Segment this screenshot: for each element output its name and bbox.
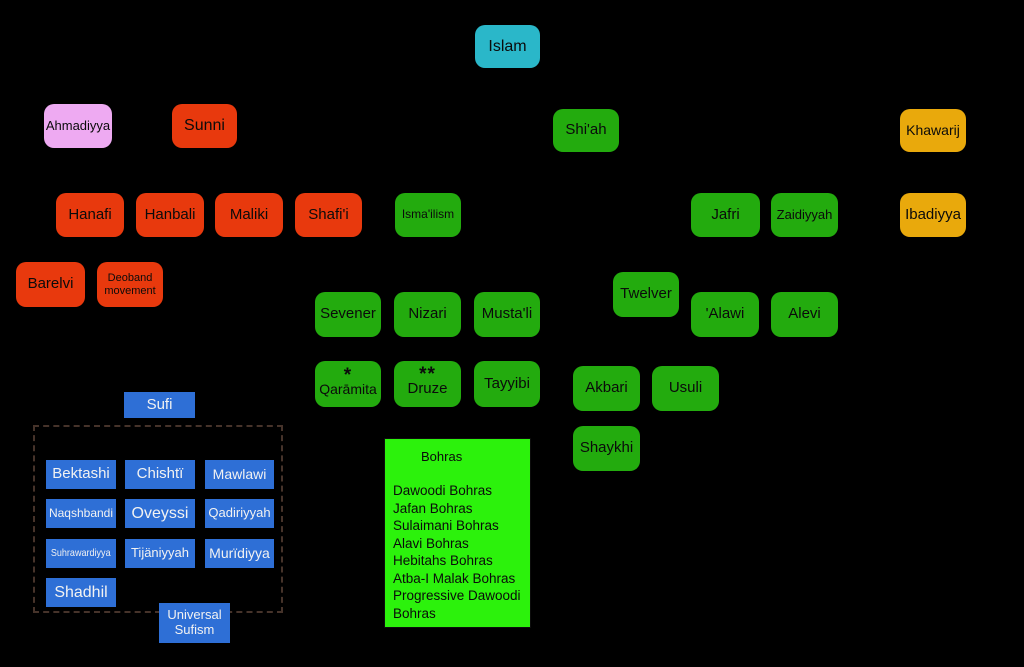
bohras-panel-title: Bohras xyxy=(421,449,463,464)
node-usuli: Usuli xyxy=(652,366,719,411)
node-suhrawardiyya: Suhrawardiyya xyxy=(46,539,116,568)
node-zaidiyyah: Zaidiyyah xyxy=(771,193,838,237)
node-maliki: Maliki xyxy=(215,193,283,237)
node-alawi: 'Alawi xyxy=(691,292,759,337)
node-ibadiyya: Ibadiyya xyxy=(900,193,966,237)
bohras-list-item: Jafan Bohras xyxy=(393,500,473,516)
sufi-orders-group-border xyxy=(33,425,283,613)
bohras-list-item: Sulaimani Bohras xyxy=(393,518,499,533)
node-tayyibi: Tayyibi xyxy=(474,361,540,407)
node-deoband-movement: Deoband movement xyxy=(97,262,163,307)
qaramita-label: Qarāmita xyxy=(319,380,377,397)
node-naqshbandi: Naqshbandi xyxy=(46,499,116,528)
node-druze: ** Druze xyxy=(394,361,461,407)
suhrawardiyya-label: Suhrawardiyya xyxy=(51,546,111,559)
bohras-list-item: Atba-I Malak Bohras xyxy=(393,570,516,586)
node-oveyssi: Oveyssi xyxy=(125,499,195,528)
node-qadiriyyah: Qadiriyyah xyxy=(205,499,274,528)
node-sufi: Sufi xyxy=(124,392,195,418)
node-hanbali: Hanbali xyxy=(136,193,204,237)
node-alevi: Alevi xyxy=(771,292,838,337)
node-chishti: Chishtï xyxy=(125,460,195,489)
node-nizari: Nizari xyxy=(394,292,461,337)
node-tijaniyyah: Tijäniyyah xyxy=(125,539,195,568)
node-universal-sufism: Universal Sufism xyxy=(159,603,230,643)
node-shaykhi: Shaykhi xyxy=(573,426,640,471)
node-twelver: Twelver xyxy=(613,272,679,317)
node-shafii: Shafi'i xyxy=(295,193,362,237)
node-mawlawi: Mawlawi xyxy=(205,460,274,489)
bohras-list: Dawoodi Bohras Jafan Bohras Sulaimani Bo… xyxy=(385,482,530,622)
node-sunni: Sunni xyxy=(172,104,237,148)
node-shadhil: Shadhil xyxy=(46,578,116,607)
node-bektashi: Bektashi xyxy=(46,460,116,489)
druze-label: Druze xyxy=(407,380,448,398)
node-ismailism: Isma'ilism xyxy=(395,193,461,237)
node-muridiyya: Murïdiyya xyxy=(205,539,274,568)
node-hanafi: Hanafi xyxy=(56,193,124,237)
node-barelvi: Barelvi xyxy=(16,262,85,307)
bohras-list-item: Dawoodi Bohras xyxy=(393,483,493,498)
qaramita-footnote-mark: * xyxy=(343,364,353,386)
bohras-list-item: Alavi Bohras xyxy=(393,535,469,551)
node-mustali: Musta'li xyxy=(474,292,540,337)
bohras-list-item: Hebitahs Bohras xyxy=(393,553,493,568)
bohras-list-item: Progressive Dawoodi Bohras xyxy=(393,588,521,621)
node-sevener: Sevener xyxy=(315,292,381,337)
druze-footnote-mark: ** xyxy=(419,364,436,386)
node-akbari: Akbari xyxy=(573,366,640,411)
node-khawarij: Khawarij xyxy=(900,109,966,152)
bohras-panel: Bohras Dawoodi Bohras Jafan Bohras Sulai… xyxy=(384,438,531,628)
node-qaramita: * Qarāmita xyxy=(315,361,381,407)
node-shiah: Shi'ah xyxy=(553,109,619,152)
node-islam: Islam xyxy=(475,25,540,68)
node-jafri: Jafri xyxy=(691,193,760,237)
node-ahmadiyya: Ahmadiyya xyxy=(44,104,112,148)
